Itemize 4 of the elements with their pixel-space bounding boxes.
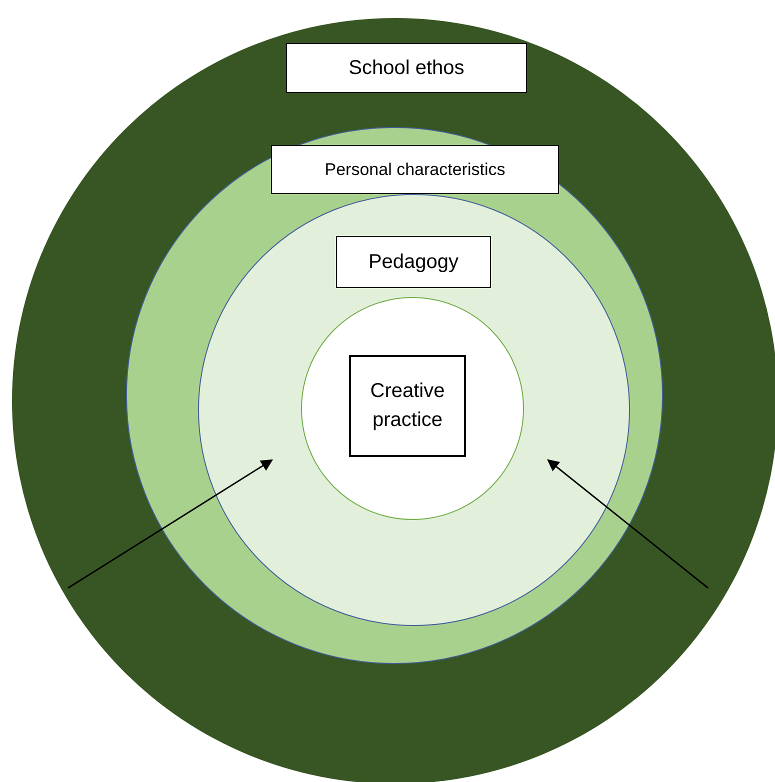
- label-box: Pedagogy: [336, 236, 491, 288]
- label-box: Personal characteristics: [271, 145, 559, 194]
- label-box: Creative practice: [349, 355, 466, 457]
- label-box: School ethos: [286, 43, 527, 93]
